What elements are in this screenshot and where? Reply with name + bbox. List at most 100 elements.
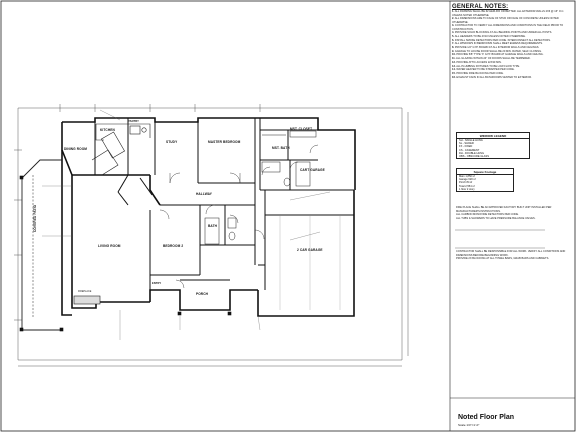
room-label-porch: PORCH: [196, 292, 209, 296]
general-note-text: ALL PLUMBING FIXTURES TO BE LOW FLOW TYP…: [456, 64, 520, 68]
general-note-text: ALL HEADERS TO BE 4X10 UNLESS NOTED OTHE…: [454, 35, 526, 39]
room-label-garage: 2 CAR GARAGE: [297, 248, 323, 252]
general-notes-list: 1. ALL FRAMING SHALL BE #2 HEM-FIR OR BE…: [452, 10, 570, 79]
general-note-number: 12.: [452, 60, 456, 64]
room-label-dining: DINING ROOM: [64, 147, 88, 151]
lower-note-item: ALL CARBON MONOXIDE DETECTORS PER CODE.: [456, 213, 519, 217]
room-label-entry: ENTRY: [152, 282, 162, 285]
general-note-number: 8.: [452, 46, 455, 50]
general-note-number: 4.: [452, 31, 455, 35]
general-note-item: 7. ALL WINDOWS IN BEDROOMS SHALL MEET EG…: [452, 42, 570, 45]
covered-patio-outline: [21, 159, 62, 331]
general-notes: GENERAL NOTES: 1. ALL FRAMING SHALL BE #…: [452, 4, 570, 79]
room-label-master-closet: MST. CLOSET: [290, 127, 313, 131]
drawing-scale: Scale 1/4"=1'-0": [458, 423, 480, 427]
square-footage-row: 1 floor 2 story: [459, 187, 475, 191]
callout-leaders: [42, 109, 331, 340]
kitchen-fixtures: [91, 123, 151, 176]
room-label-master-bath: MST. BATH: [272, 146, 290, 150]
door-swings: [159, 144, 319, 289]
general-note-number: 10.: [452, 53, 456, 57]
exterior-walls: [61, 117, 356, 317]
room-label-master-bedroom: MASTER BEDROOM: [208, 140, 241, 144]
general-note-item: 13. ALL PLUMBING FIXTURES TO BE LOW FLOW…: [452, 65, 570, 68]
garage-stalls: [279, 215, 341, 310]
room-label-bath: BATH: [208, 224, 218, 228]
general-note-text: PROVIDE 5/8" TYPE 'X' GYP. BOARD AT GARA…: [456, 53, 544, 57]
general-note-item: 1. ALL FRAMING SHALL BE #2 HEM-FIR OR BE…: [452, 10, 570, 17]
general-note-text: ALL DIMENSIONS ARE TO FACE OF STUD OR FA…: [452, 17, 559, 24]
square-footage-row: Total 2,554 sf: [459, 184, 475, 188]
general-note-item: 9. GARAGE TO HOUSE DOOR SHALL BE 20 MIN.…: [452, 50, 570, 53]
fireplace-hearth: [73, 295, 101, 305]
notes-rules: [455, 229, 545, 249]
window-legend-row: FX - FIXED: [459, 145, 473, 149]
room-label-living: LIVING ROOM: [98, 244, 121, 248]
lower-note-item: PROVIDE 2X BLOCKING AT ALL TOWEL BARS, G…: [456, 257, 550, 261]
general-note-text: PROVIDE SOLID BLOCKING AT ALL BEARING PO…: [454, 31, 553, 35]
general-note-number: 15.: [452, 71, 456, 75]
square-footage-row: Garage 620 sf: [459, 178, 476, 182]
general-note-item: 3. CONTRACTOR TO VERIFY ALL DIMENSIONS A…: [452, 24, 570, 31]
general-note-text: EXHAUST FANS IN ALL BATHROOMS VENTED TO …: [456, 75, 532, 79]
interior-walls: [94, 118, 354, 290]
general-note-text: GARAGE TO HOUSE DOOR SHALL BE 20 MIN. RA…: [454, 49, 542, 53]
posts: [19, 175, 232, 332]
square-footage-row: Main 1,850 sf: [459, 175, 475, 178]
title-block: Noted Floor Plan Scale 1/4"=1'-0": [452, 400, 570, 430]
lower-note-item: ALL TUBS & SHOWERS TO HAVE PRESSURE BALA…: [456, 217, 536, 221]
angled-walls: [117, 174, 153, 206]
general-notes-title: GENERAL NOTES:: [452, 4, 509, 10]
general-note-item: 16. EXHAUST FANS IN ALL BATHROOMS VENTED…: [452, 76, 570, 79]
general-note-text: PROVIDE ATTIC ACCESS 22X30 MIN.: [456, 60, 502, 64]
window-legend-row: CS - CASEMENT: [459, 148, 480, 152]
room-label-cart-garage: CART GARAGE: [300, 168, 325, 172]
window-legend-row: DH - DOUBLE HUNG: [459, 151, 485, 155]
general-note-text: ALL FRAMING SHALL BE #2 HEM-FIR OR BETTE…: [452, 10, 565, 17]
drawing-title: Noted Floor Plan: [458, 414, 514, 421]
general-note-item: 8. PROVIDE 1/2" GYP. BOARD AT ALL INTERI…: [452, 46, 570, 49]
window-legend-row: OBS - OBSCURE GLASS: [459, 155, 489, 159]
general-note-item: 2. ALL DIMENSIONS ARE TO FACE OF STUD OR…: [452, 17, 570, 24]
general-note-number: 14.: [452, 68, 456, 72]
room-label-bedroom-2: BEDROOM 2: [163, 244, 184, 248]
lower-note-item: FIRE PLACE SHALL BE AN APPROVED FACTORY …: [456, 206, 552, 213]
window-legend-row: SH - SINGLE HUNG: [459, 139, 483, 142]
general-note-text: PROVIDE FIRE BLOCKING PER CODE.: [456, 71, 504, 75]
bath-fixtures: [204, 130, 317, 245]
square-footage-row: Porch 84 sf: [459, 181, 473, 185]
window-legend-row: SL - SLIDER: [459, 142, 474, 146]
general-note-item: 14. WATER HEATER TO BE STRAPPED PER CODE…: [452, 68, 570, 71]
general-note-text: ALL WINDOWS IN BEDROOMS SHALL MEET EGRES…: [454, 42, 543, 46]
window-legend-title: WINDOW LEGEND: [457, 133, 529, 139]
label-fireplace: FIREPLACE: [78, 290, 92, 293]
general-note-item: 5. ALL HEADERS TO BE 4X10 UNLESS NOTED O…: [452, 35, 570, 38]
room-label-hallway: HALLWAY: [196, 192, 212, 196]
room-label-covered-patio: COVERED PATIO: [33, 204, 37, 232]
general-note-item: 10. PROVIDE 5/8" TYPE 'X' GYP. BOARD AT …: [452, 53, 570, 56]
general-note-text: WATER HEATER TO BE STRAPPED PER CODE.: [456, 68, 515, 72]
general-note-text: INSTALL SMOKE DETECTORS PER CODE. INTERC…: [454, 38, 551, 42]
square-footage-title: Square Footage: [457, 169, 513, 175]
room-label-pantry: PANTRY: [128, 120, 139, 123]
room-label-study: STUDY: [166, 140, 178, 144]
room-label-kitchen: KITCHEN: [100, 128, 115, 132]
general-note-number: 16.: [452, 75, 456, 79]
general-note-item: 12. PROVIDE ATTIC ACCESS 22X30 MIN.: [452, 61, 570, 64]
general-note-text: CONTRACTOR TO VERIFY ALL DIMENSIONS AND …: [452, 24, 564, 31]
dimension-lines: [14, 104, 409, 367]
lower-note-item: CONTRACTOR SHALL BE RESPONSIBLE FOR ALL …: [456, 250, 566, 257]
general-note-text: PROVIDE 1/2" GYP. BOARD AT ALL INTERIOR …: [454, 46, 540, 50]
general-note-item: 6. INSTALL SMOKE DETECTORS PER CODE. INT…: [452, 39, 570, 42]
lower-notes-2: CONTRACTOR SHALL BE RESPONSIBLE FOR ALL …: [456, 250, 566, 261]
general-note-number: 13.: [452, 64, 456, 68]
general-note-item: 11. ALL GLAZING WITHIN 24" OF DOORS SHAL…: [452, 57, 570, 60]
lower-notes-1: FIRE PLACE SHALL BE AN APPROVED FACTORY …: [456, 206, 566, 220]
general-note-item: 15. PROVIDE FIRE BLOCKING PER CODE.: [452, 72, 570, 75]
